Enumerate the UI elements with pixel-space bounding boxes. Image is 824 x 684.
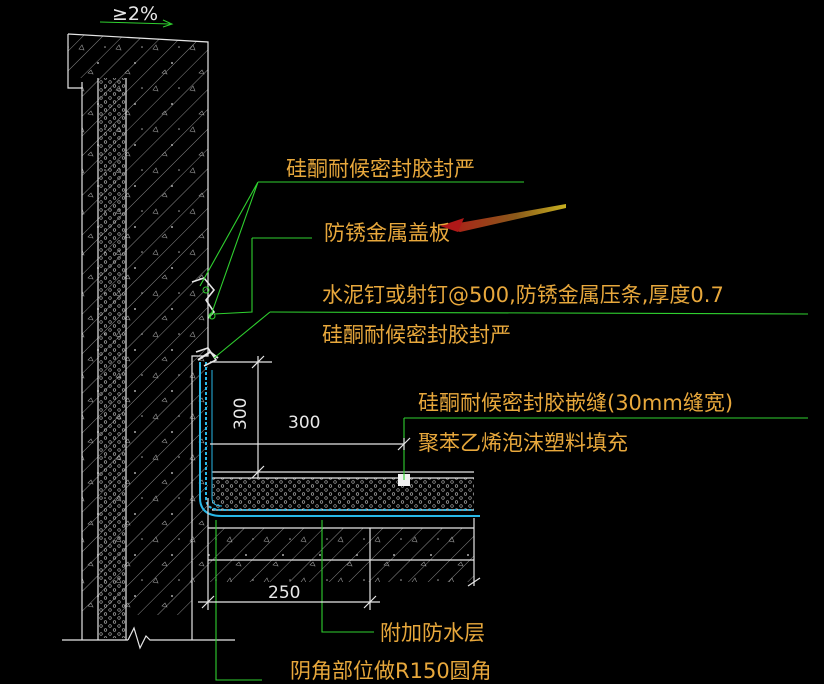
slope-label: ≥2% — [112, 3, 158, 25]
dimension-lines — [198, 355, 411, 610]
wall-insulation — [97, 78, 127, 640]
pointer-arrowhead — [440, 218, 464, 232]
label-extra-layer: 附加防水层 — [380, 621, 485, 645]
label-corner: 阴角部位做R150圆角 — [290, 659, 492, 683]
pointer-arrow — [442, 204, 566, 232]
dim-vertical-300: 300 — [231, 398, 251, 430]
label-filler: 聚苯乙烯泡沫塑料填充 — [418, 431, 628, 455]
roof-insulation — [212, 471, 474, 511]
label-cover-plate: 防锈金属盖板 — [324, 221, 450, 245]
slope-arrowhead — [162, 19, 174, 28]
roof-slab — [192, 518, 481, 587]
slope-line — [99, 21, 171, 25]
label-sealant-mid: 硅酮耐候密封胶封严 — [322, 323, 511, 347]
dim-bottom-250: 250 — [268, 583, 300, 603]
metal-cover-plate — [191, 277, 219, 367]
label-nail: 水泥钉或射钉@500,防锈金属压条,厚度0.7 — [322, 283, 724, 307]
label-joint: 硅酮耐候密封胶嵌缝(30mm缝宽) — [418, 391, 733, 415]
label-sealant-top: 硅酮耐候密封胶封严 — [286, 157, 475, 181]
leader-lines — [199, 181, 809, 681]
dim-horizontal-300: 300 — [288, 413, 320, 433]
waterproof-membrane — [199, 362, 480, 517]
